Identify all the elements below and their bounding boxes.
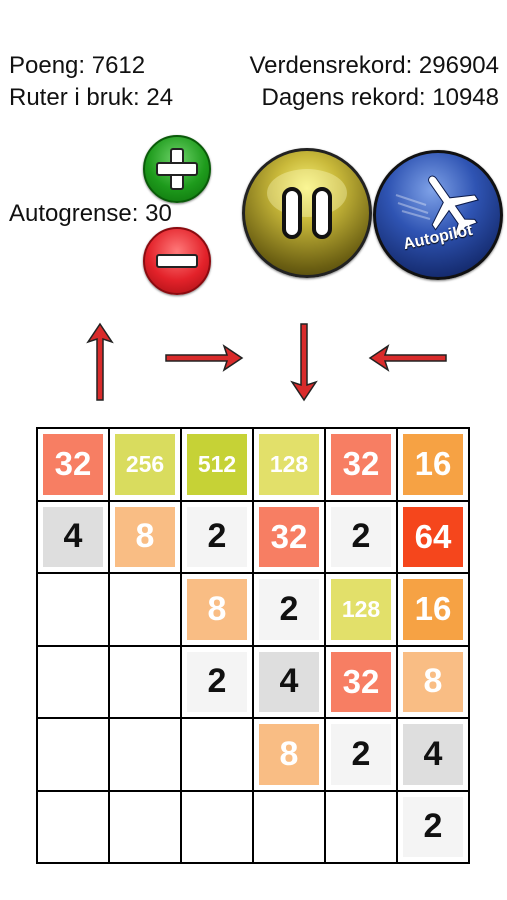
autolimit-label: Autogrense: 30 xyxy=(9,200,172,227)
daily-record-label: Dagens rekord: 10948 xyxy=(261,84,500,111)
board-cell xyxy=(37,718,109,791)
world-record-label: Verdensrekord: 296904 xyxy=(249,52,499,79)
board-cell xyxy=(37,645,109,718)
tile: 32 xyxy=(259,506,319,567)
tile: 4 xyxy=(43,506,103,567)
arrow-right-icon xyxy=(165,344,244,372)
tile: 2 xyxy=(187,651,247,712)
board-cell: 8 xyxy=(109,500,181,573)
tile: 2 xyxy=(331,724,391,785)
tile: 32 xyxy=(331,434,391,495)
arrow-up-icon xyxy=(86,322,114,401)
board-cell: 2 xyxy=(397,790,469,863)
arrow-down-icon xyxy=(290,323,318,402)
tile: 16 xyxy=(403,579,463,640)
increase-autolimit-button[interactable] xyxy=(143,135,211,203)
move-right-arrow[interactable] xyxy=(164,344,244,372)
tiles-used-label: Ruter i bruk: 24 xyxy=(9,84,174,111)
minus-icon xyxy=(156,254,198,268)
board-cell xyxy=(109,790,181,863)
tile: 32 xyxy=(43,434,103,495)
score-label: Poeng: 7612 xyxy=(9,52,146,79)
tile: 4 xyxy=(403,724,463,785)
board-cell: 8 xyxy=(397,645,469,718)
board-cell xyxy=(37,790,109,863)
tile: 8 xyxy=(403,651,463,712)
tile: 2 xyxy=(259,579,319,640)
move-up-arrow[interactable] xyxy=(86,322,114,402)
board-cell xyxy=(181,790,253,863)
board-cell: 2 xyxy=(325,500,397,573)
arrow-left-icon xyxy=(368,344,447,372)
decrease-autolimit-button[interactable] xyxy=(143,227,211,295)
board-cell: 64 xyxy=(397,500,469,573)
board-cell xyxy=(109,573,181,646)
tile: 256 xyxy=(115,434,175,495)
move-left-arrow[interactable] xyxy=(368,344,448,372)
board-cell: 8 xyxy=(253,718,325,791)
board-cell xyxy=(253,790,325,863)
board-cell: 2 xyxy=(325,718,397,791)
board-cell xyxy=(325,790,397,863)
board-cell: 4 xyxy=(397,718,469,791)
board-cell xyxy=(37,573,109,646)
board-cell: 16 xyxy=(397,428,469,501)
tile: 8 xyxy=(115,506,175,567)
board-cell xyxy=(109,645,181,718)
tile: 2 xyxy=(187,506,247,567)
board-cell: 8 xyxy=(181,573,253,646)
autopilot-button[interactable]: Autopilot xyxy=(373,150,503,280)
board-cell: 32 xyxy=(253,500,325,573)
tile: 512 xyxy=(187,434,247,495)
tile: 128 xyxy=(259,434,319,495)
tile: 2 xyxy=(403,796,463,857)
board-cell xyxy=(181,718,253,791)
tile: 2 xyxy=(331,506,391,567)
board-cell: 32 xyxy=(325,428,397,501)
board-cell: 2 xyxy=(181,645,253,718)
board-cell xyxy=(109,718,181,791)
pause-button[interactable] xyxy=(242,148,372,278)
tile: 128 xyxy=(331,579,391,640)
plus-icon xyxy=(156,148,198,190)
board-cell: 32 xyxy=(37,428,109,501)
tile: 64 xyxy=(403,506,463,567)
board-cell: 32 xyxy=(325,645,397,718)
board-cell: 2 xyxy=(253,573,325,646)
board-cell: 4 xyxy=(253,645,325,718)
tile: 32 xyxy=(331,651,391,712)
pause-icon xyxy=(267,169,347,239)
move-down-arrow[interactable] xyxy=(290,322,318,402)
board-cell: 128 xyxy=(325,573,397,646)
tile: 8 xyxy=(259,724,319,785)
board-cell: 128 xyxy=(253,428,325,501)
board-cell: 512 xyxy=(181,428,253,501)
board-cell: 16 xyxy=(397,573,469,646)
tile: 16 xyxy=(403,434,463,495)
board-cell: 4 xyxy=(37,500,109,573)
tile: 4 xyxy=(259,651,319,712)
tile: 8 xyxy=(187,579,247,640)
airplane-icon xyxy=(395,175,479,238)
board-cell: 2 xyxy=(181,500,253,573)
board-cell: 256 xyxy=(109,428,181,501)
